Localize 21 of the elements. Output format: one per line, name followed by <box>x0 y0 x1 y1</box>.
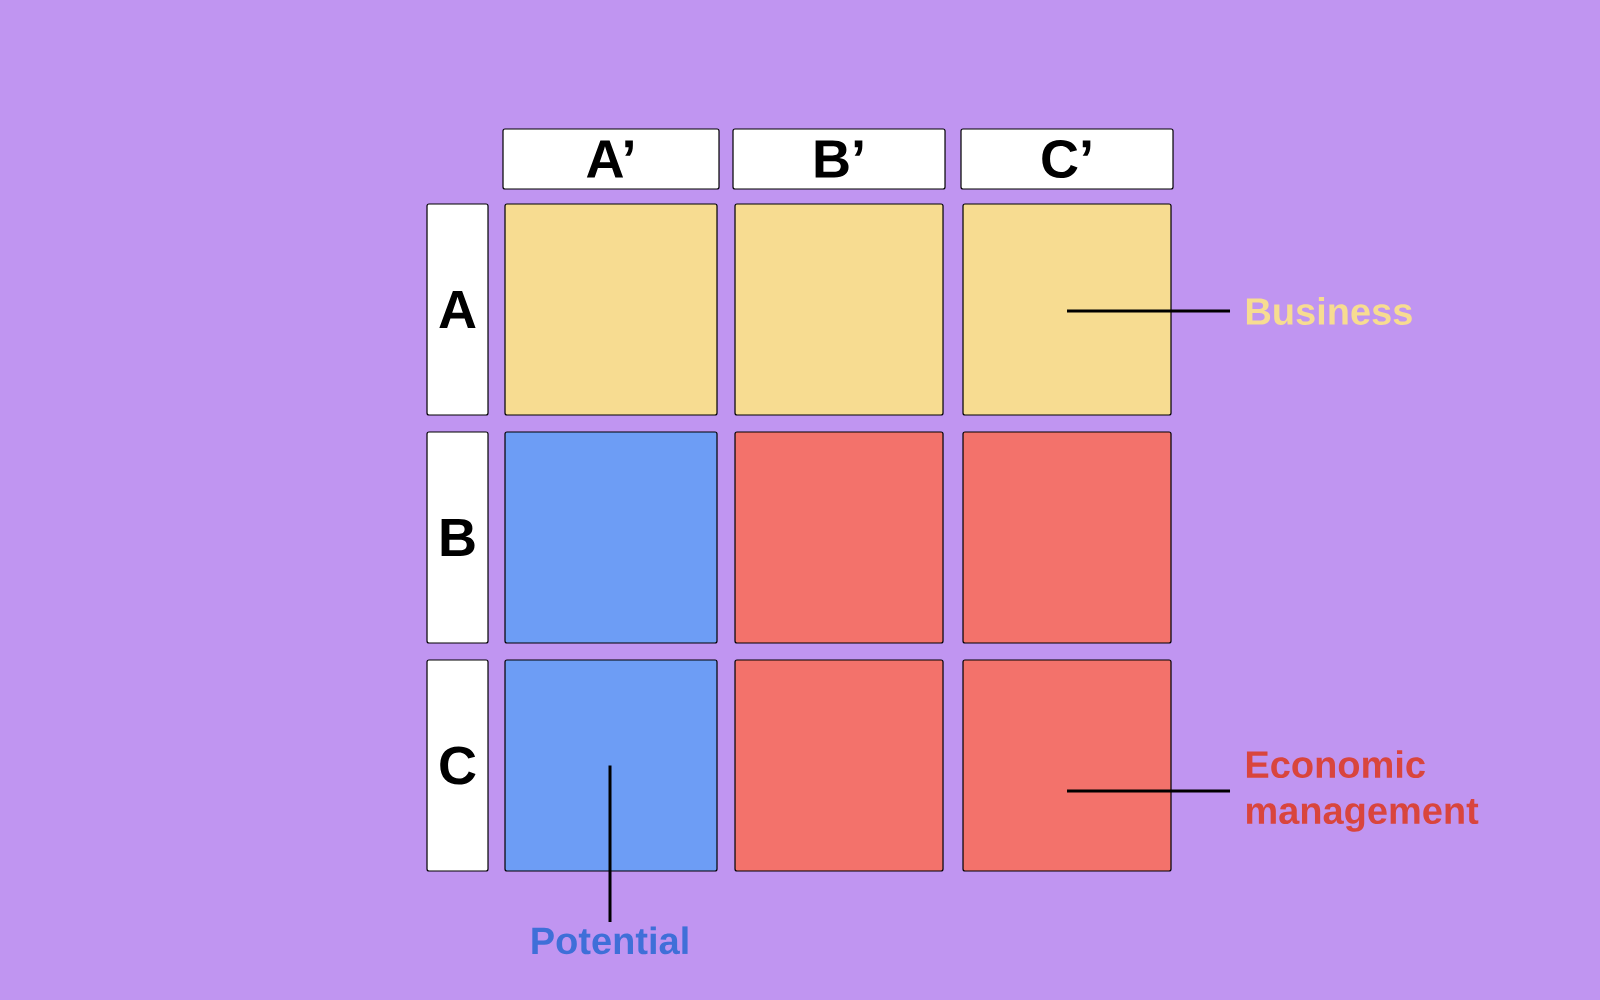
matrix-cell <box>504 659 718 872</box>
header-box: C <box>426 659 489 872</box>
callout-label: Economic management <box>1246 750 1479 832</box>
matrix-cell <box>734 659 944 872</box>
callout-label: Business <box>1246 297 1412 325</box>
matrix-cell <box>962 431 1172 644</box>
header-box: A <box>426 203 489 416</box>
header-box: C’ <box>960 128 1174 190</box>
leader-line <box>1067 309 1230 313</box>
matrix-cell <box>734 203 944 416</box>
leader-line <box>608 765 612 922</box>
matrix-cell <box>962 203 1172 416</box>
header-box: A’ <box>502 128 720 190</box>
matrix-cell <box>734 431 944 644</box>
matrix-cell <box>962 659 1172 872</box>
header-box: B <box>426 431 489 644</box>
callout-label: Potential <box>532 926 688 955</box>
header-box: B’ <box>732 128 946 190</box>
leader-line <box>1067 789 1230 793</box>
matrix-cell <box>504 431 718 644</box>
matrix-cell <box>504 203 718 416</box>
